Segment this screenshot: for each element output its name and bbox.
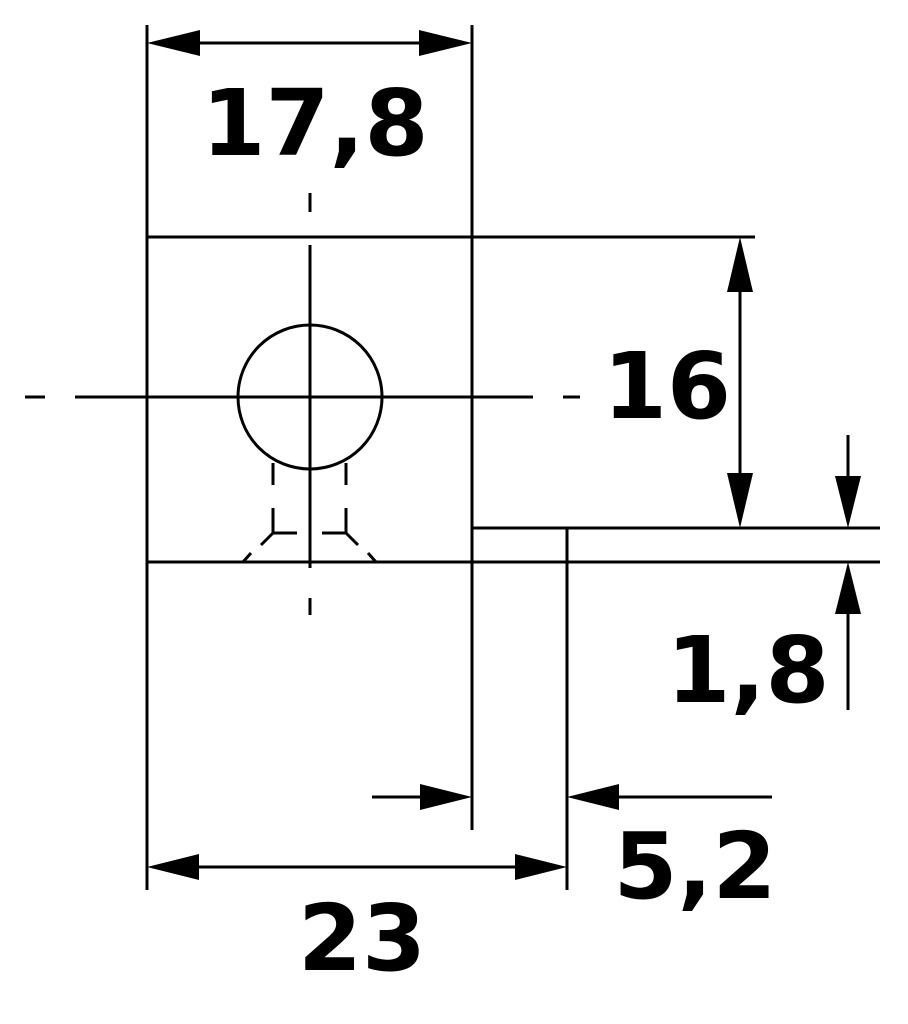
dimension-width-top: 17,8: [202, 70, 429, 177]
dimension-thickness: 1,8: [667, 617, 830, 724]
dimension-offset: 5,2: [614, 813, 777, 920]
centerlines: [25, 193, 580, 615]
dimension-width-bottom: 23: [298, 885, 426, 992]
dimension-lines: [147, 30, 861, 880]
dimension-height: 16: [603, 333, 731, 440]
part-outline: [145, 25, 880, 890]
